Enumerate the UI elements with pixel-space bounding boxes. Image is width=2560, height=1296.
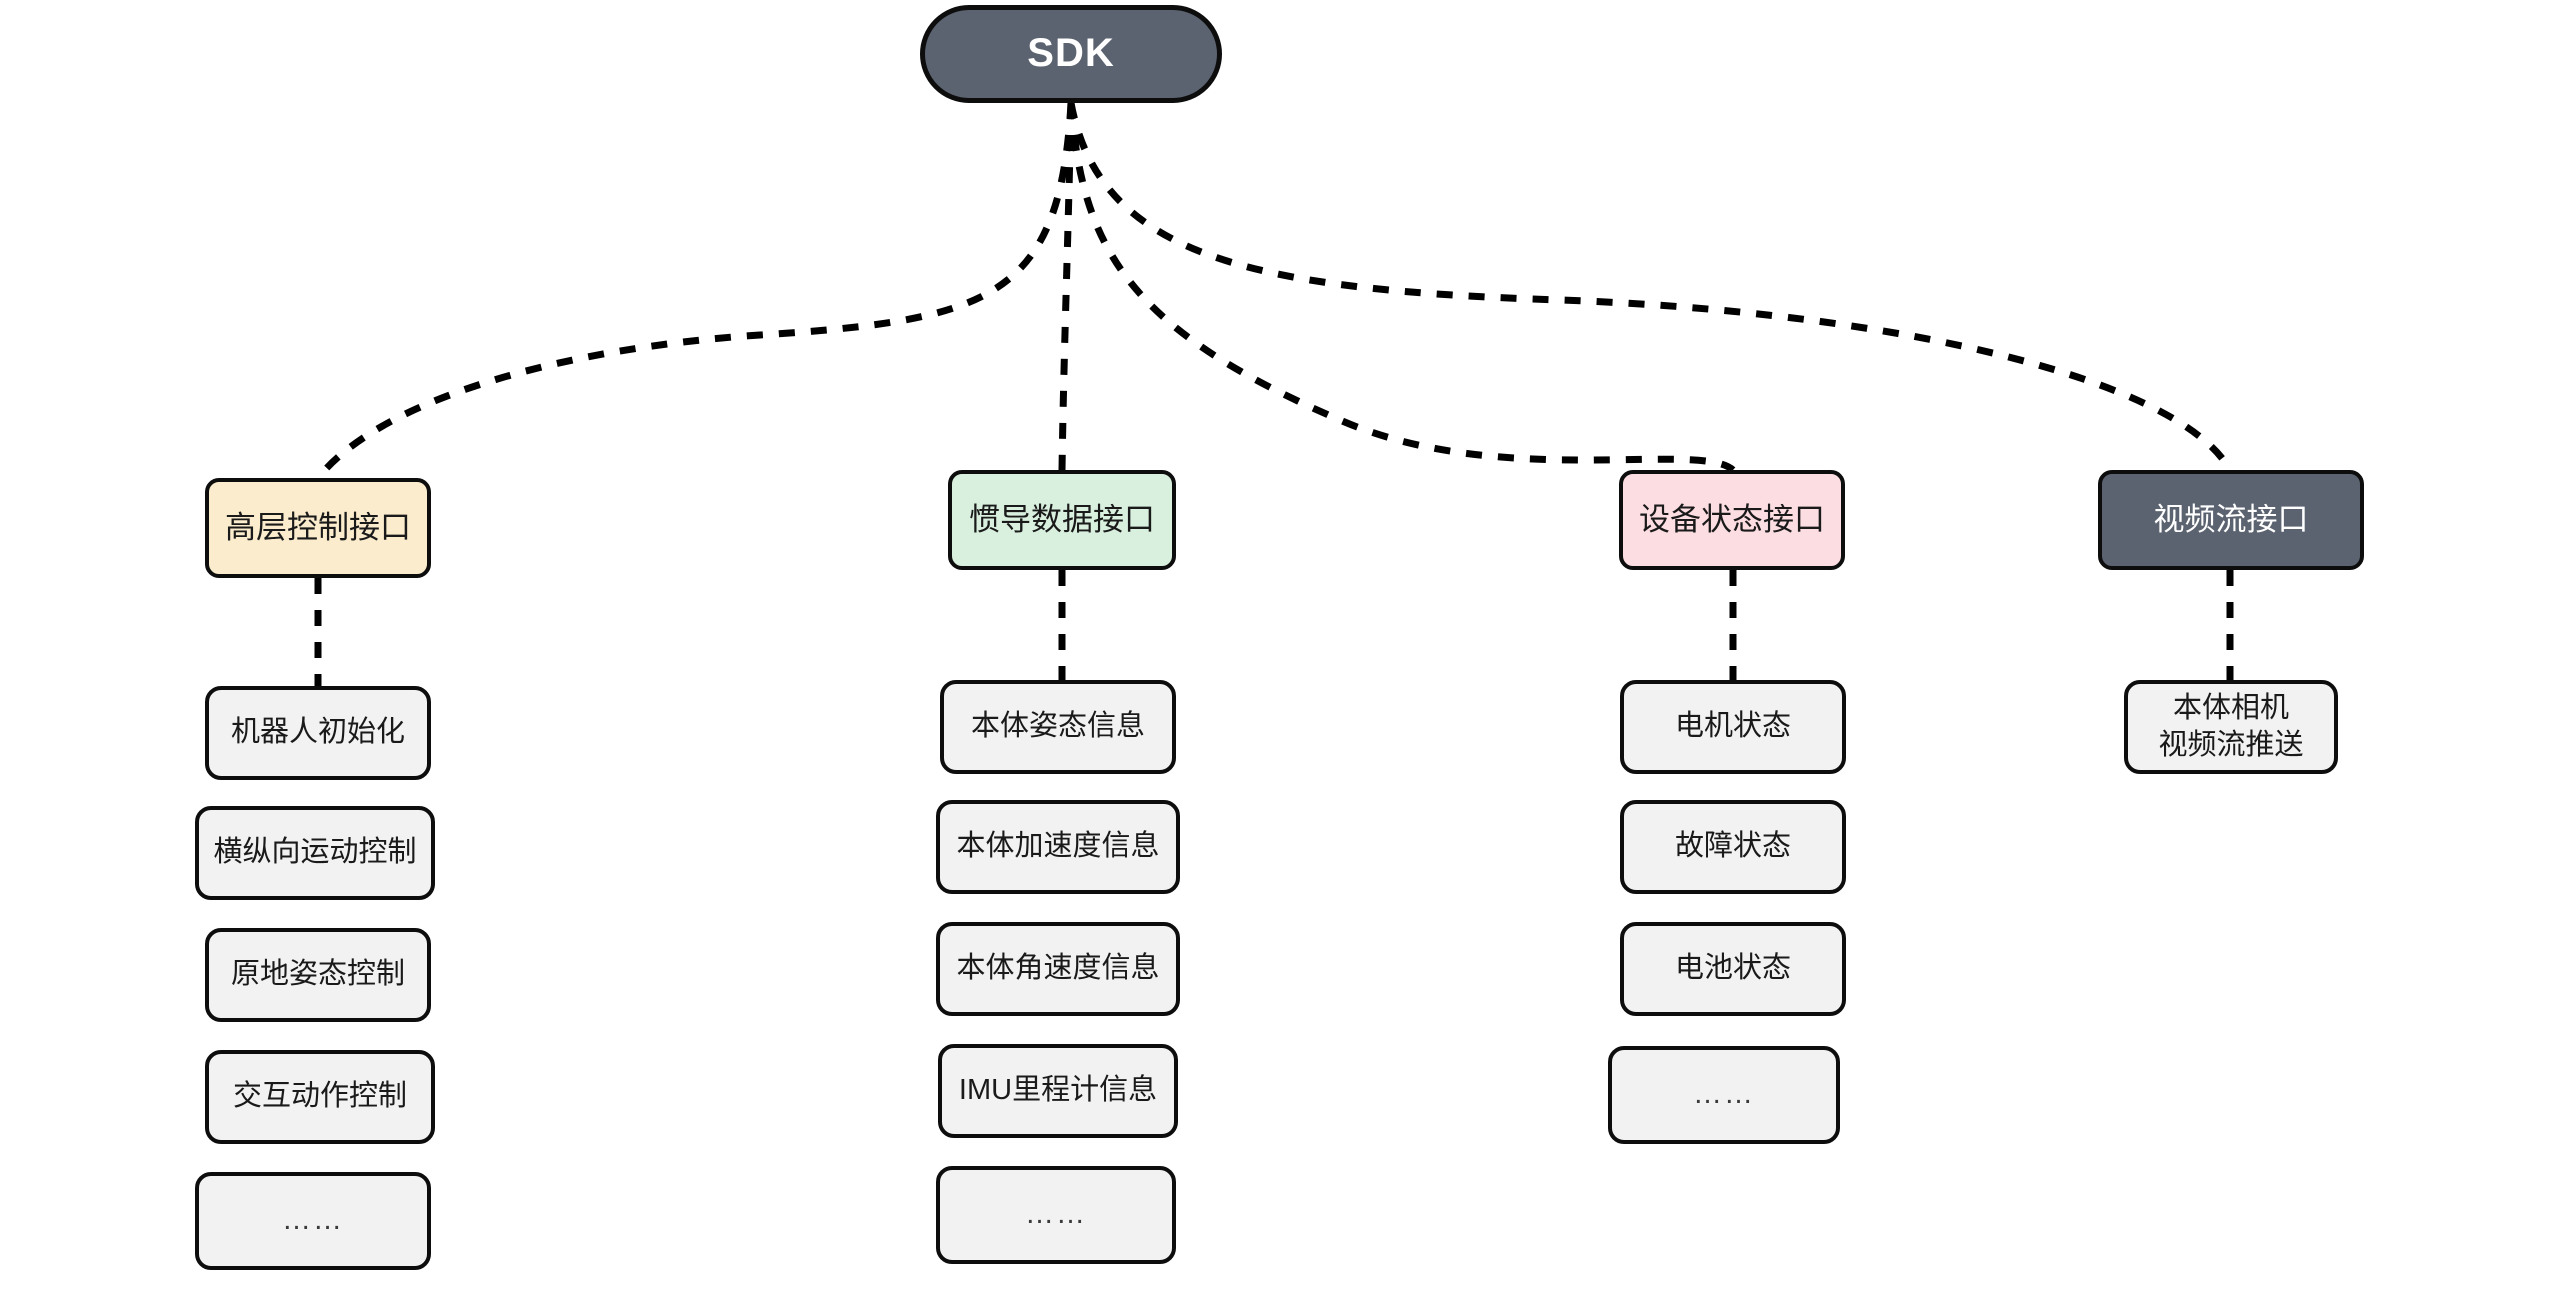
leaf-node-battery-status[interactable]: 电池状态 xyxy=(1620,922,1846,1016)
leaf-node-more-status[interactable]: …… xyxy=(1608,1046,1840,1144)
sdk-root-node[interactable]: SDK xyxy=(920,5,1222,103)
interface-node-inertial-data[interactable]: 惯导数据接口 xyxy=(948,470,1176,570)
leaf-node-body-camera-video-push[interactable]: 本体相机 视频流推送 xyxy=(2124,680,2338,774)
leaf-node-motor-status[interactable]: 电机状态 xyxy=(1620,680,1846,774)
leaf-label: 本体角速度信息 xyxy=(956,952,1160,985)
leaf-node-body-angular-velocity-info[interactable]: 本体角速度信息 xyxy=(936,922,1180,1016)
leaf-label: 故障状态 xyxy=(1674,830,1791,863)
leaf-node-in-place-posture-control[interactable]: 原地姿态控制 xyxy=(205,928,431,1022)
edge-sdk-to-high-level-control xyxy=(315,102,1075,481)
leaf-label: …… xyxy=(282,1204,344,1237)
leaf-node-body-posture-info[interactable]: 本体姿态信息 xyxy=(940,680,1176,774)
leaf-label: 交互动作控制 xyxy=(232,1080,407,1113)
interface-label-inertial-data: 惯导数据接口 xyxy=(969,502,1155,538)
leaf-label: …… xyxy=(1693,1078,1755,1111)
interface-label-video-stream: 视频流接口 xyxy=(2153,502,2309,538)
interface-node-video-stream[interactable]: 视频流接口 xyxy=(2098,470,2364,570)
leaf-label: 本体姿态信息 xyxy=(970,710,1145,743)
leaf-node-body-acceleration-info[interactable]: 本体加速度信息 xyxy=(936,800,1180,894)
interface-node-high-level-control[interactable]: 高层控制接口 xyxy=(205,478,431,578)
leaf-node-imu-odometry-info[interactable]: IMU里程计信息 xyxy=(938,1044,1178,1138)
leaf-label: …… xyxy=(1025,1198,1087,1231)
edge-sdk-to-inertial-data xyxy=(1058,102,1075,471)
leaf-label: 原地姿态控制 xyxy=(230,958,405,991)
leaf-node-robot-init[interactable]: 机器人初始化 xyxy=(205,686,431,780)
interface-label-high-level-control: 高层控制接口 xyxy=(225,510,411,546)
leaf-node-fault-status[interactable]: 故障状态 xyxy=(1620,800,1846,894)
interface-node-device-status[interactable]: 设备状态接口 xyxy=(1619,470,1845,570)
leaf-node-more-inertial[interactable]: …… xyxy=(936,1166,1176,1264)
leaf-label: 本体相机 视频流推送 xyxy=(2158,691,2304,761)
edge-sdk-to-video-stream xyxy=(1067,102,2234,472)
leaf-label: 电池状态 xyxy=(1674,952,1791,985)
leaf-label: IMU里程计信息 xyxy=(958,1074,1158,1107)
edge-sdk-to-device-status xyxy=(1067,102,1736,473)
interface-label-device-status: 设备状态接口 xyxy=(1639,502,1825,538)
leaf-label: 横纵向运动控制 xyxy=(213,836,417,869)
leaf-label: 机器人初始化 xyxy=(230,716,405,749)
leaf-label: 本体加速度信息 xyxy=(956,830,1160,863)
leaf-node-lateral-longitudinal-motion-control[interactable]: 横纵向运动控制 xyxy=(195,806,435,900)
leaf-label: 电机状态 xyxy=(1674,710,1791,743)
leaf-node-more-control[interactable]: …… xyxy=(195,1172,431,1270)
sdk-root-label: SDK xyxy=(1027,31,1115,76)
leaf-node-interactive-action-control[interactable]: 交互动作控制 xyxy=(205,1050,435,1144)
